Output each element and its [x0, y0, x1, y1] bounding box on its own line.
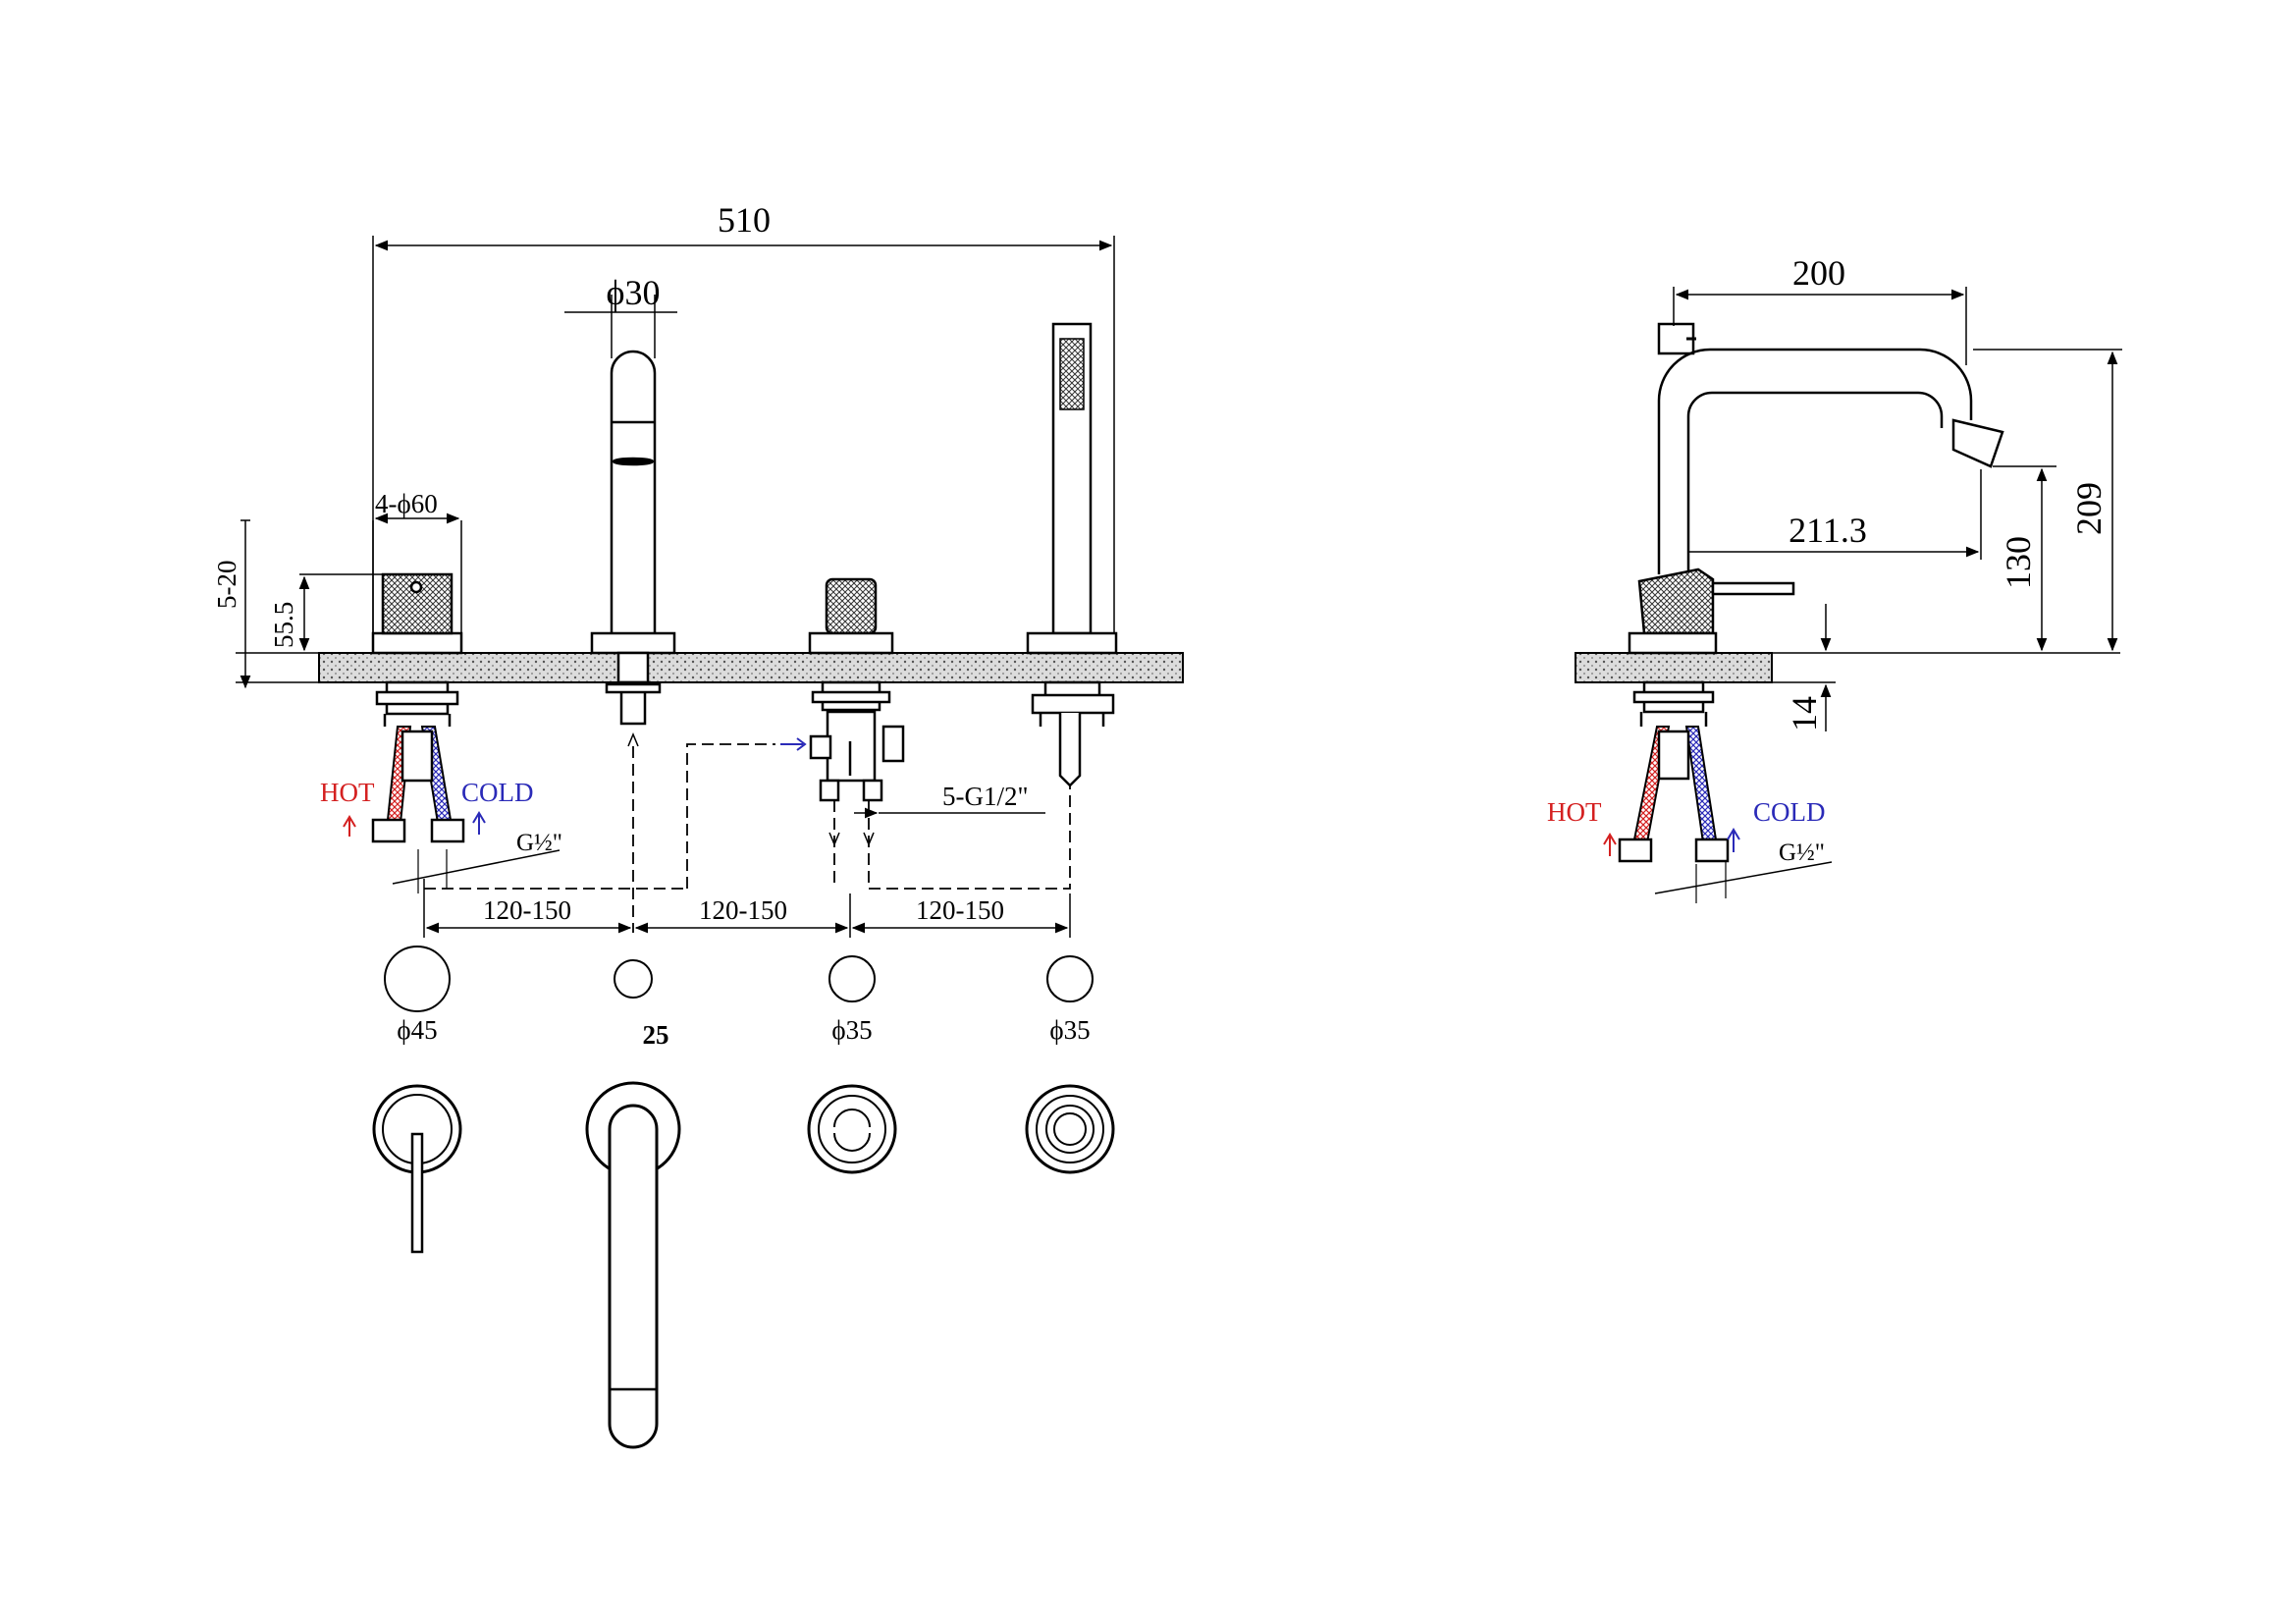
dimension-510: 510 — [372, 200, 1115, 638]
hole-2 — [614, 959, 653, 999]
dimension-outlet-thread: 5-G1/2" — [854, 782, 1045, 819]
side-view: HOT COLD G½" 200 211.3 130 — [1547, 253, 2122, 903]
dimension-reach: 200 — [1673, 253, 1967, 365]
dimension-handle-diameter: 4-ϕ60 — [372, 489, 462, 633]
hole-1-label: ϕ45 — [397, 1015, 437, 1045]
hole-2-label: 25 — [643, 1020, 669, 1050]
reach-label: 200 — [1792, 253, 1845, 293]
projection-label: 211.3 — [1789, 511, 1867, 550]
spacing-3-label: 120-150 — [916, 895, 1004, 925]
front-view: 510 HOT COLD G½" — [212, 200, 1184, 938]
side-handle — [1603, 568, 1795, 863]
diverter — [780, 577, 905, 802]
top-view — [372, 1081, 1115, 1449]
dim-510-label: 510 — [718, 200, 771, 240]
dimension-projection: 211.3 — [1688, 469, 1982, 560]
hand-shower — [1026, 322, 1118, 787]
hole-3 — [828, 955, 876, 1002]
spout — [590, 350, 676, 726]
hole-4-label: ϕ35 — [1049, 1015, 1090, 1045]
top-diverter — [807, 1084, 897, 1174]
deck-range-label: 5-20 — [212, 561, 241, 610]
water-paths — [424, 743, 1071, 933]
total-height-label: 209 — [2069, 482, 2109, 535]
mixer-handle — [343, 572, 486, 843]
top-mixer — [372, 1084, 462, 1254]
spout-diameter-label: ϕ30 — [607, 273, 661, 312]
side-spout — [1657, 322, 2004, 574]
deck-thickness-label: 14 — [1785, 696, 1824, 731]
dimension-spacing: 120-150 120-150 120-150 — [423, 879, 1071, 938]
dimension-spout-height: 130 — [1772, 465, 2120, 654]
dimension-handle-height: 55.5 — [269, 573, 383, 652]
dimension-deck-thickness: 14 — [1772, 604, 1836, 731]
hole-4 — [1046, 955, 1094, 1002]
dimension-deck-range: 5-20 — [212, 519, 319, 689]
dimension-total-height: 209 — [1973, 349, 2122, 652]
cold-label: COLD — [461, 778, 534, 807]
cutout-holes: ϕ45 25 ϕ35 ϕ35 — [384, 946, 1094, 1050]
handle-height-label: 55.5 — [269, 602, 298, 648]
handle-diameter-label: 4-ϕ60 — [375, 489, 438, 518]
hole-3-label: ϕ35 — [831, 1015, 872, 1045]
inlet-thread-label: G½" — [516, 830, 562, 856]
top-hand-shower — [1025, 1084, 1115, 1174]
spacing-2-label: 120-150 — [699, 895, 787, 925]
dimension-spout-diameter: ϕ30 — [564, 273, 677, 358]
hole-1 — [384, 946, 451, 1012]
outlet-thread-label: 5-G1/2" — [942, 782, 1029, 811]
top-spout — [585, 1081, 681, 1449]
spout-height-label: 130 — [1999, 536, 2038, 589]
side-cold-label: COLD — [1753, 797, 1826, 827]
side-hot-label: HOT — [1547, 797, 1602, 827]
side-inlet-thread-label: G½" — [1779, 839, 1825, 866]
hot-label: HOT — [320, 778, 375, 807]
deck-slab — [318, 652, 1184, 683]
spacing-1-label: 120-150 — [483, 895, 571, 925]
